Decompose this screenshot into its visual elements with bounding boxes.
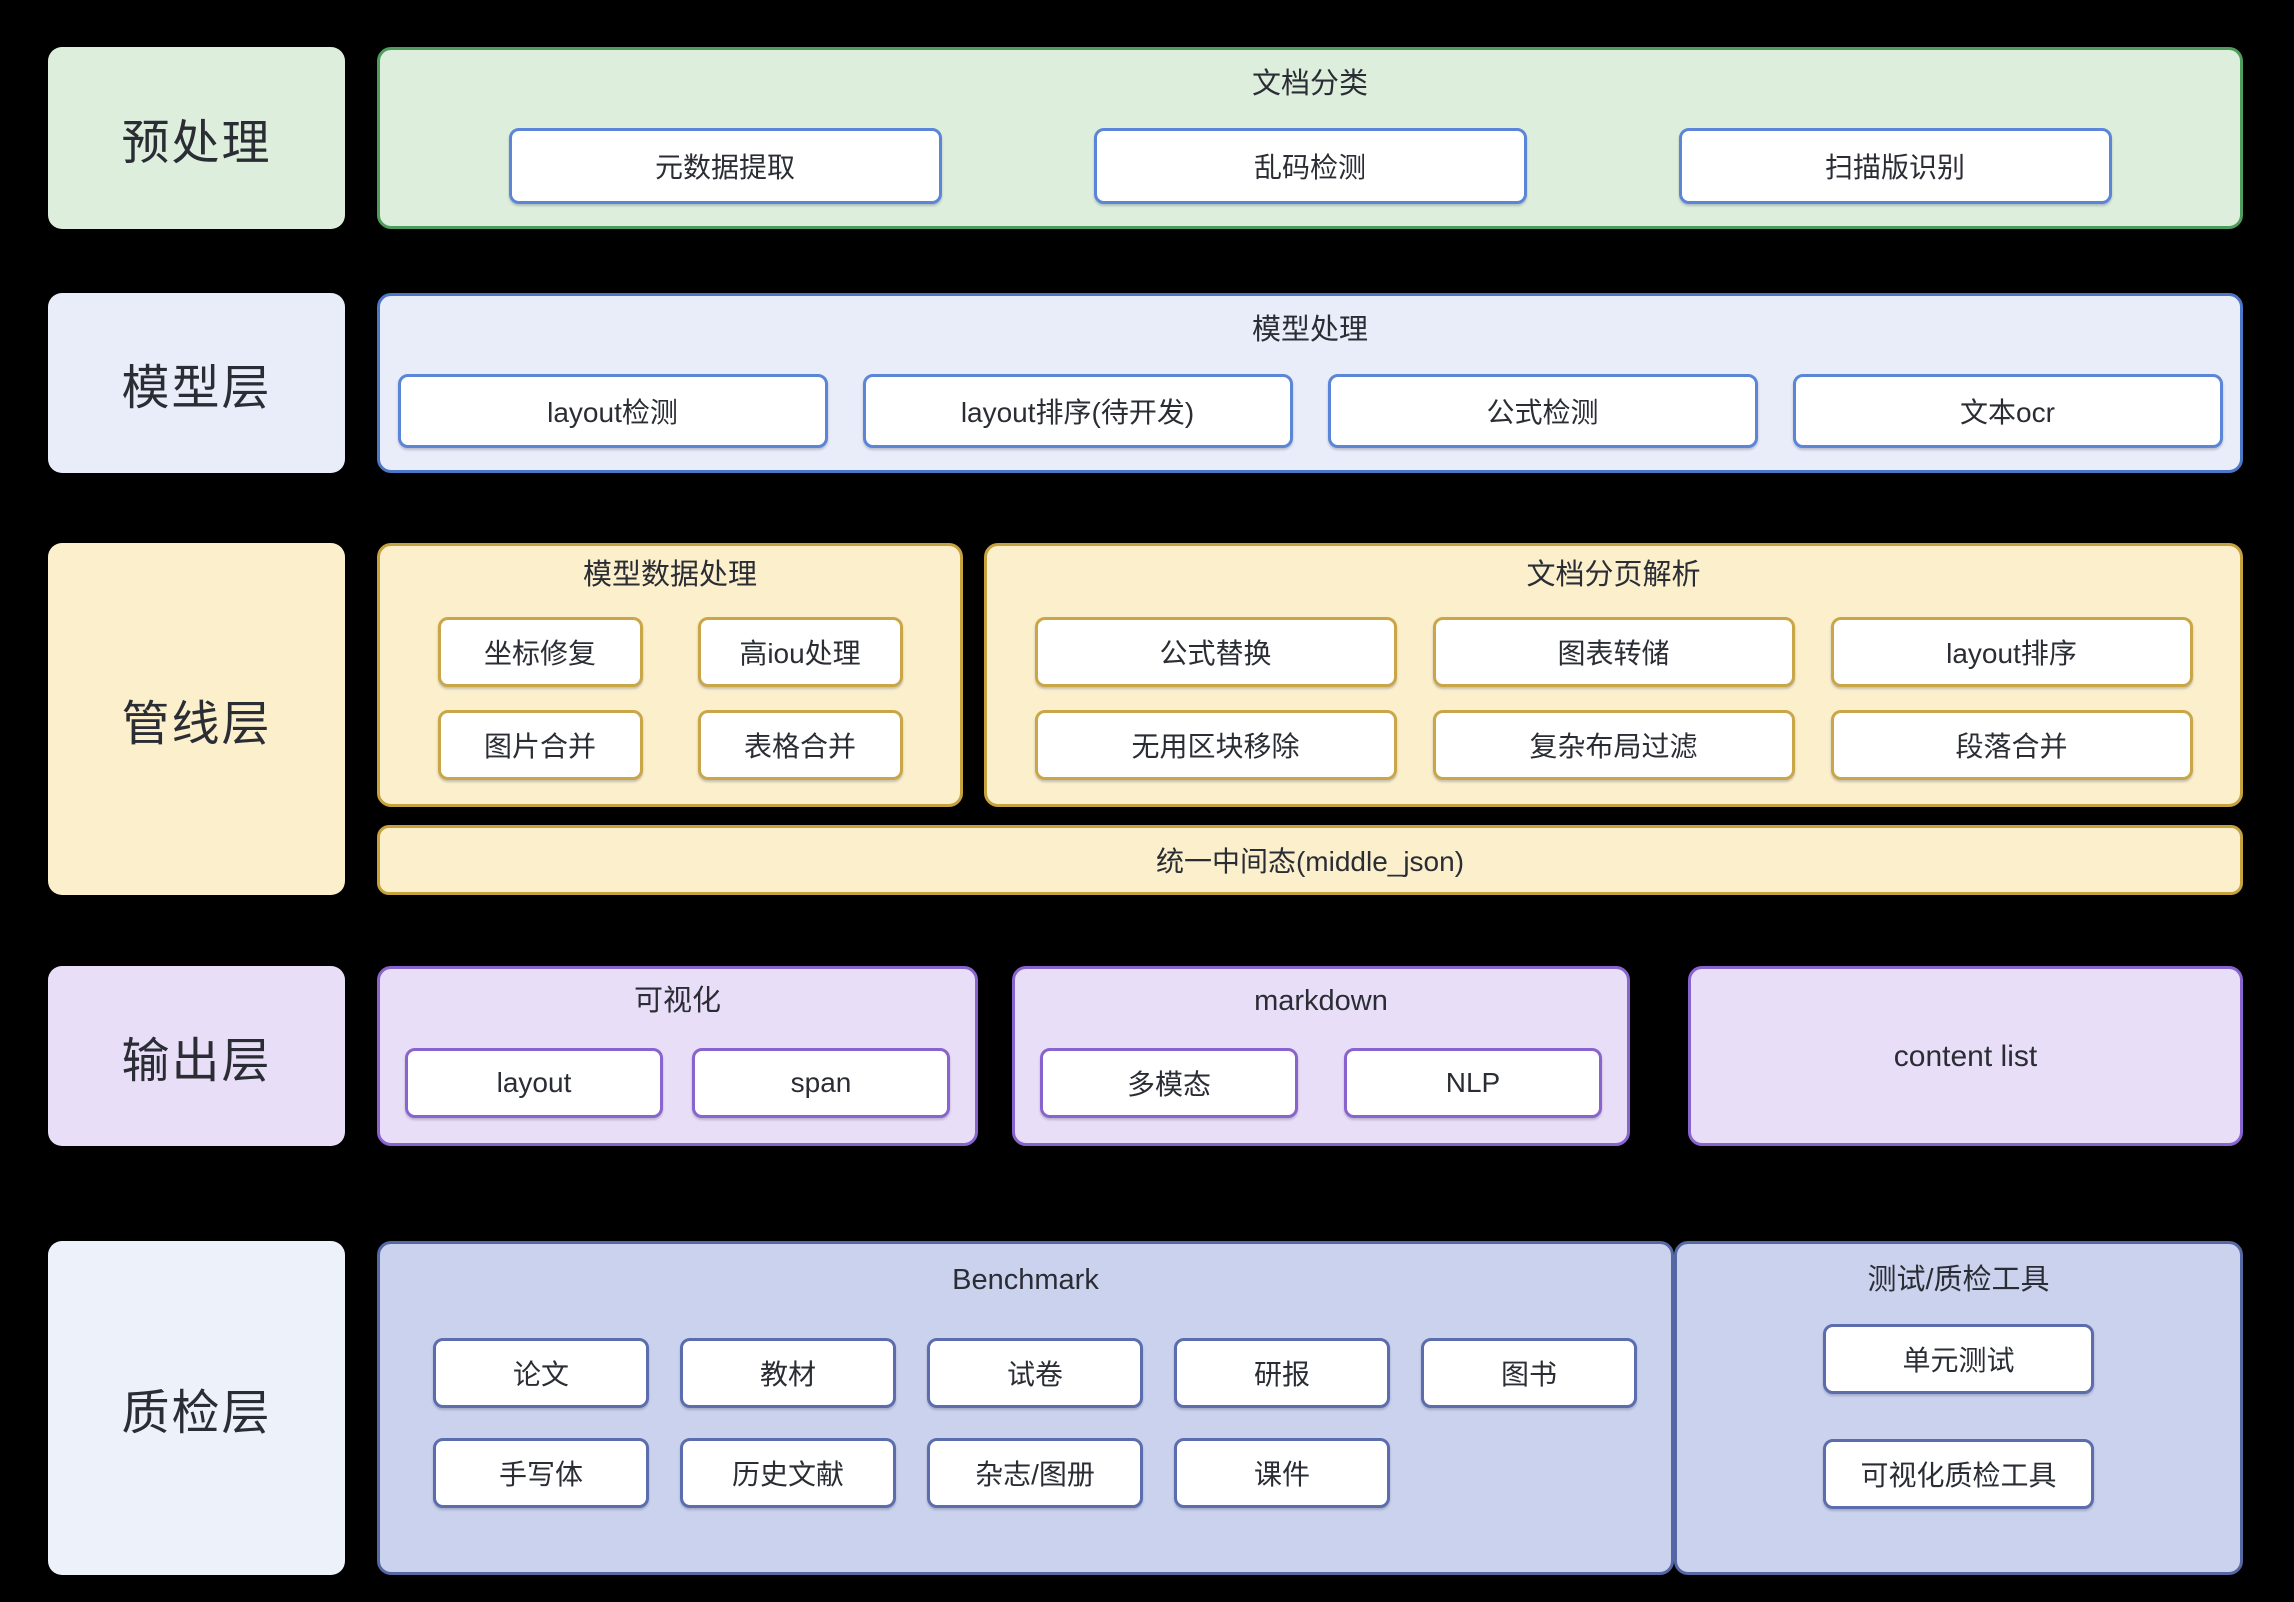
group-model-data-processing: 模型数据处理 坐标修复 高iou处理 图片合并 表格合并 — [377, 543, 963, 807]
node-table-merge: 表格合并 — [697, 710, 903, 780]
group-document-classification: 文档分类 元数据提取 乱码检测 扫描版识别 — [377, 47, 2243, 229]
node-handwriting: 手写体 — [433, 1438, 649, 1508]
layer-body-quality-check: Benchmark 论文 教材 试卷 研报 图书 手写体 历史文献 杂志/图册 … — [377, 1241, 2243, 1575]
node-layout-sorting-todo: layout排序(待开发) — [862, 374, 1293, 448]
node-papers: 论文 — [433, 1338, 649, 1408]
node-textbooks: 教材 — [680, 1338, 896, 1408]
layer-body-preprocessing: 文档分类 元数据提取 乱码检测 扫描版识别 — [377, 47, 2243, 229]
button-row: 多模态 NLP — [1040, 1048, 1602, 1118]
node-exam-papers: 试卷 — [927, 1338, 1143, 1408]
node-complex-layout-filter: 复杂布局过滤 — [1432, 710, 1795, 780]
group-benchmark: Benchmark 论文 教材 试卷 研报 图书 手写体 历史文献 杂志/图册 … — [377, 1241, 1674, 1575]
node-paragraph-merge: 段落合并 — [1830, 710, 2193, 780]
bar-unified-middle-state: 统一中间态(middle_json) — [377, 825, 2243, 895]
node-formula-replacement: 公式替换 — [1034, 617, 1397, 687]
node-garbled-text-detection: 乱码检测 — [1093, 128, 1527, 204]
group-document-page-parsing: 文档分页解析 公式替换 图表转储 layout排序 无用区块移除 复杂布局过滤 … — [984, 543, 2243, 807]
group-title-visualization: 可视化 — [633, 985, 721, 1017]
node-span: span — [692, 1048, 950, 1118]
group-title-benchmark: Benchmark — [952, 1264, 1099, 1296]
node-layout-sorting: layout排序 — [1830, 617, 2193, 687]
node-unit-test: 单元测试 — [1823, 1324, 2094, 1394]
button-row: 论文 教材 试卷 研报 图书 — [380, 1338, 1671, 1408]
button-row: layout检测 layout排序(待开发) 公式检测 文本ocr — [397, 374, 2223, 448]
node-text-ocr: 文本ocr — [1792, 374, 2223, 448]
node-magazines-albums: 杂志/图册 — [927, 1438, 1143, 1508]
layer-body-output: 可视化 layout span markdown 多模态 NLP content… — [377, 966, 2243, 1146]
node-courseware: 课件 — [1174, 1438, 1390, 1508]
layer-row-output: 输出层 可视化 layout span markdown 多模态 NLP — [48, 966, 2243, 1146]
layer-row-preprocessing: 预处理 文档分类 元数据提取 乱码检测 扫描版识别 — [48, 47, 2243, 229]
button-row: 坐标修复 高iou处理 — [437, 617, 903, 687]
layer-label-output: 输出层 — [48, 966, 345, 1146]
node-chart-dump: 图表转储 — [1432, 617, 1795, 687]
group-title-markdown: markdown — [1254, 985, 1388, 1017]
node-useless-block-removal: 无用区块移除 — [1034, 710, 1397, 780]
button-stack: 单元测试 可视化质检工具 — [1823, 1324, 2094, 1509]
layer-body-model: 模型处理 layout检测 layout排序(待开发) 公式检测 文本ocr — [377, 293, 2243, 473]
button-row: 公式替换 图表转储 layout排序 — [1034, 617, 2193, 687]
group-title-document-page-parsing: 文档分页解析 — [1526, 559, 1701, 591]
group-title-test-qc-tools: 测试/质检工具 — [1867, 1264, 2050, 1296]
node-visual-qc-tool: 可视化质检工具 — [1823, 1439, 2094, 1509]
node-high-iou-handling: 高iou处理 — [697, 617, 903, 687]
group-title-content-list: content list — [1893, 1039, 2038, 1073]
node-formula-detection: 公式检测 — [1327, 374, 1758, 448]
layer-row-model: 模型层 模型处理 layout检测 layout排序(待开发) 公式检测 文本o… — [48, 293, 2243, 473]
node-historical-documents: 历史文献 — [680, 1438, 896, 1508]
button-row: layout span — [405, 1048, 950, 1118]
node-metadata-extraction: 元数据提取 — [508, 128, 942, 204]
group-model-processing: 模型处理 layout检测 layout排序(待开发) 公式检测 文本ocr — [377, 293, 2243, 473]
node-multimodal: 多模态 — [1040, 1048, 1298, 1118]
node-layout-detection: layout检测 — [397, 374, 828, 448]
node-layout: layout — [405, 1048, 663, 1118]
layer-label-model: 模型层 — [48, 293, 345, 473]
group-markdown: markdown 多模态 NLP — [1012, 966, 1630, 1146]
group-title-document-classification: 文档分类 — [1251, 68, 1368, 100]
group-title-model-processing: 模型处理 — [1251, 314, 1368, 346]
layer-label-pipeline: 管线层 — [48, 543, 345, 895]
node-coordinate-repair: 坐标修复 — [437, 617, 643, 687]
layer-body-pipeline: 模型数据处理 坐标修复 高iou处理 图片合并 表格合并 文档分页解析 — [377, 543, 2243, 895]
button-row: 手写体 历史文献 杂志/图册 课件 — [380, 1438, 1671, 1508]
node-research-reports: 研报 — [1174, 1338, 1390, 1408]
group-visualization: 可视化 layout span — [377, 966, 978, 1146]
layer-label-quality-check: 质检层 — [48, 1241, 345, 1575]
pipeline-groups: 模型数据处理 坐标修复 高iou处理 图片合并 表格合并 文档分页解析 — [377, 543, 2243, 807]
node-image-merge: 图片合并 — [437, 710, 643, 780]
group-content-list: content list — [1688, 966, 2243, 1146]
button-row: 元数据提取 乱码检测 扫描版识别 — [508, 128, 2112, 204]
layer-label-preprocessing: 预处理 — [48, 47, 345, 229]
node-scanned-version-recognition: 扫描版识别 — [1678, 128, 2112, 204]
button-row: 图片合并 表格合并 — [437, 710, 903, 780]
layer-row-pipeline: 管线层 模型数据处理 坐标修复 高iou处理 图片合并 表格合并 — [48, 543, 2243, 895]
group-title-model-data-processing: 模型数据处理 — [582, 559, 757, 591]
button-row: 无用区块移除 复杂布局过滤 段落合并 — [1034, 710, 2193, 780]
node-nlp: NLP — [1344, 1048, 1602, 1118]
node-books: 图书 — [1421, 1338, 1637, 1408]
diagram-canvas: 预处理 文档分类 元数据提取 乱码检测 扫描版识别 模型层 模型处理 — [48, 47, 2243, 1575]
group-test-qc-tools: 测试/质检工具 单元测试 可视化质检工具 — [1674, 1241, 2243, 1575]
layer-row-quality-check: 质检层 Benchmark 论文 教材 试卷 研报 图书 手写体 历史文献 杂志… — [48, 1241, 2243, 1575]
